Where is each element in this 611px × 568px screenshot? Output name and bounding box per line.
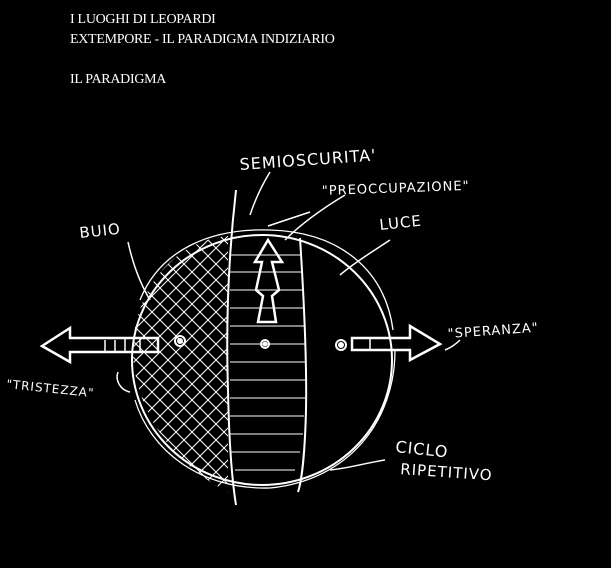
cycle-circle <box>131 229 396 489</box>
leader-lines <box>116 171 461 471</box>
up-arrow <box>252 237 285 324</box>
label-ciclo: CICLO <box>395 437 450 461</box>
center-dots <box>174 335 347 351</box>
label-ripetitivo: RIPETITIVO <box>400 460 493 484</box>
label-luce: LUCE <box>379 212 423 234</box>
label-semioscurita: SEMIOSCURITA' <box>239 145 377 174</box>
band-dividers <box>226 189 308 506</box>
section-title: IL PARADIGMA <box>70 72 167 87</box>
label-tristezza: "TRISTEZZA" <box>6 377 95 400</box>
label-buio: BUIO <box>79 220 122 242</box>
dark-half-hatch <box>132 236 228 492</box>
title-line-2: EXTEMPORE - IL PARADIGMA INDIZIARIO <box>70 32 335 47</box>
label-preoccupazione: "PREOCCUPAZIONE" <box>322 179 470 199</box>
label-speranza: "SPERANZA" <box>447 321 539 342</box>
title-line-1: I LUOGHI DI LEOPARDI <box>70 12 216 27</box>
twilight-band-lines <box>230 254 306 471</box>
header: I LUOGHI DI LEOPARDI EXTEMPORE - IL PARA… <box>70 10 335 90</box>
right-arrow <box>350 323 443 363</box>
left-arrow <box>39 325 160 365</box>
